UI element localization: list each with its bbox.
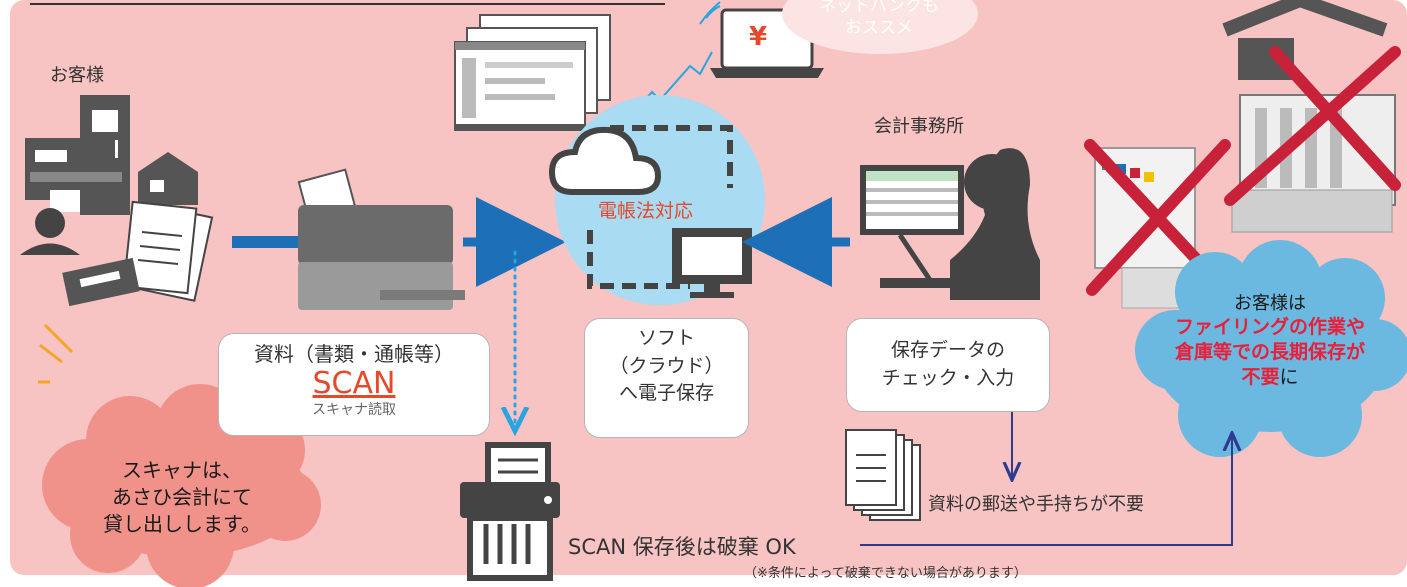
monitor-icon: [672, 228, 752, 298]
dashed-frame-top: [610, 125, 733, 188]
arrow-discard-to-customer: [860, 435, 1232, 546]
customer-label: お客様: [50, 65, 104, 86]
shredder-icon: [460, 442, 560, 581]
data-check-box: 保存データの チェック・入力: [846, 318, 1050, 412]
dashed-frame-bottom: [587, 230, 690, 289]
wifi-icon: [699, 1, 721, 25]
customer-cloud-line2: ファイリングの作業や: [1174, 316, 1365, 339]
stacked-documents-icon: [845, 429, 921, 521]
discard-note: （※条件によって破棄できない場合があります）: [744, 566, 1027, 581]
scan-box-scan: SCAN: [312, 366, 396, 401]
wireless-signal: [637, 51, 713, 109]
customer-benefit-cloud: [1135, 240, 1407, 457]
soft-box-line2: （クラウド）: [609, 354, 724, 377]
scanner-lending-cloud: [42, 384, 321, 587]
attention-lines: [38, 323, 74, 384]
customer-cloud-line4-rest: に: [1279, 365, 1299, 388]
check-box-line2: チェック・入力: [881, 366, 1015, 389]
customer-cloud-line3: 倉庫等での長期保存が: [1174, 341, 1365, 364]
discard-label: SCAN 保存後は破棄 OK: [568, 535, 796, 559]
person-icon: [20, 208, 80, 255]
netbank-line1: ネットバンクも: [819, 0, 939, 16]
scanner-icon: [297, 168, 465, 310]
scan-info-box: 資料（書類・通帳等） SCAN スキャナ読取: [218, 333, 490, 436]
customer-buildings-icon: [25, 95, 198, 215]
mail-label: 資料の郵送や手持ちが不要: [928, 494, 1144, 515]
customer-cloud-text: お客様は ファイリングの作業や 倉庫等での長期保存が 不要に: [1140, 292, 1400, 389]
soft-box-line1: ソフト: [637, 327, 695, 349]
check-box-line1: 保存データの: [890, 339, 1005, 361]
customer-cloud-line4-red: 不要: [1241, 365, 1280, 388]
cards-icon: [62, 257, 140, 307]
scan-box-sub: スキャナ読取: [312, 402, 396, 418]
lending-cloud-text: スキャナは、 あさひ会計にて 貸し出しします。: [72, 457, 292, 538]
documents-icon: [122, 200, 214, 302]
cloud-icon: [548, 126, 662, 195]
office-label: 会計事務所: [874, 116, 964, 137]
netbank-cloud: [782, 0, 978, 54]
yen-symbol: ¥: [749, 22, 768, 52]
office-worker-icon: [860, 148, 1040, 300]
lend-cloud-line1: スキャナは、: [122, 458, 242, 482]
customer-cloud-line1: お客様は: [1234, 293, 1306, 314]
software-storage-box: ソフト （クラウド） へ電子保存: [584, 318, 749, 438]
netbank-line2: おススメ: [845, 18, 913, 38]
lend-cloud-line2: あさひ会計にて: [112, 485, 252, 509]
lend-cloud-line3: 貸し出しします。: [103, 512, 261, 536]
soft-box-line3: へ電子保存: [618, 382, 714, 405]
software-windows-icon: [454, 14, 611, 131]
scan-box-line1: 資料（書類・通帳等）: [254, 342, 454, 366]
denchoho-label: 電帳法対応: [598, 200, 694, 222]
